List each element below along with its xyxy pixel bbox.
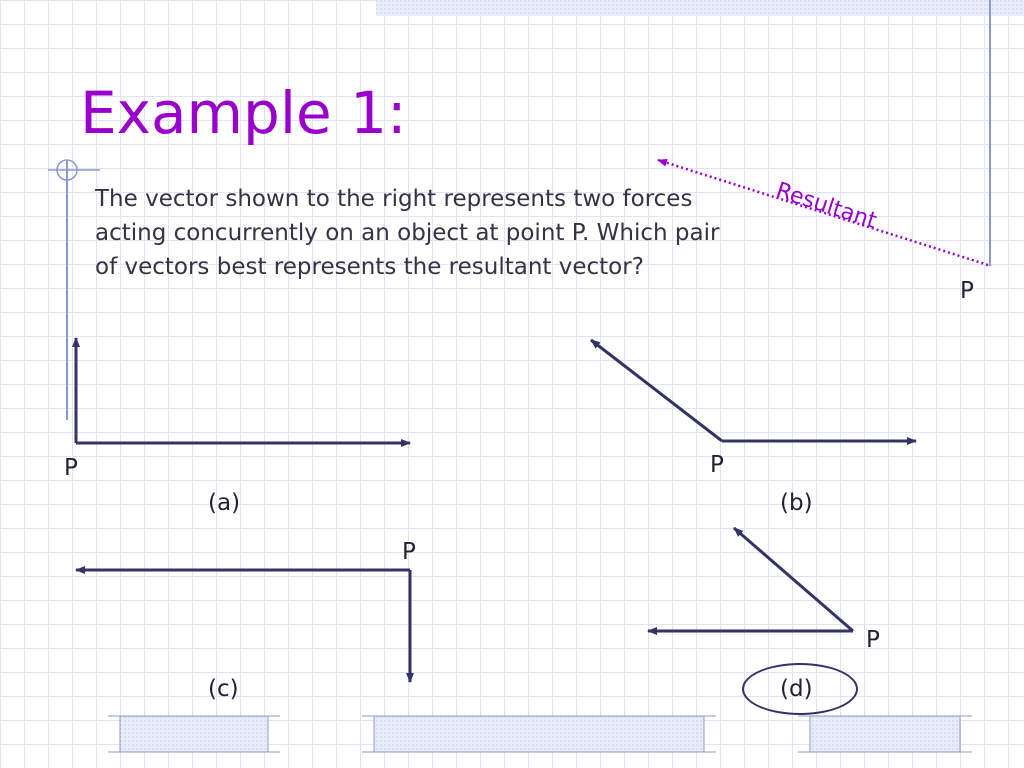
option-b-vector-up-left [590,338,723,443]
option-a-point-label: P [64,455,78,481]
option-b-label[interactable]: (b) [780,490,813,516]
slide-title: Example 1: [80,79,407,147]
option-c-vectors [75,566,414,683]
option-c-point-label: P [402,539,416,565]
option-a-vectors [72,337,411,447]
option-b-vectors [590,338,917,445]
bottom-bands [108,715,972,753]
answer-highlight-ring [742,663,858,715]
option-d-vectors [647,526,854,635]
bottom-band-left [119,715,269,753]
bottom-band-right [809,715,961,753]
resultant-point-label: P [960,278,974,304]
frame-left-ornament [56,159,78,181]
option-a-label[interactable]: (a) [208,490,241,516]
question-text: The vector shown to the right represents… [95,186,720,280]
top-band [376,0,1024,16]
option-d-point-label: P [866,627,880,653]
option-d-vector-up-left [733,526,854,633]
option-b-point-label: P [710,452,724,478]
option-c-label[interactable]: (c) [208,676,239,702]
bottom-band-middle [373,715,705,753]
